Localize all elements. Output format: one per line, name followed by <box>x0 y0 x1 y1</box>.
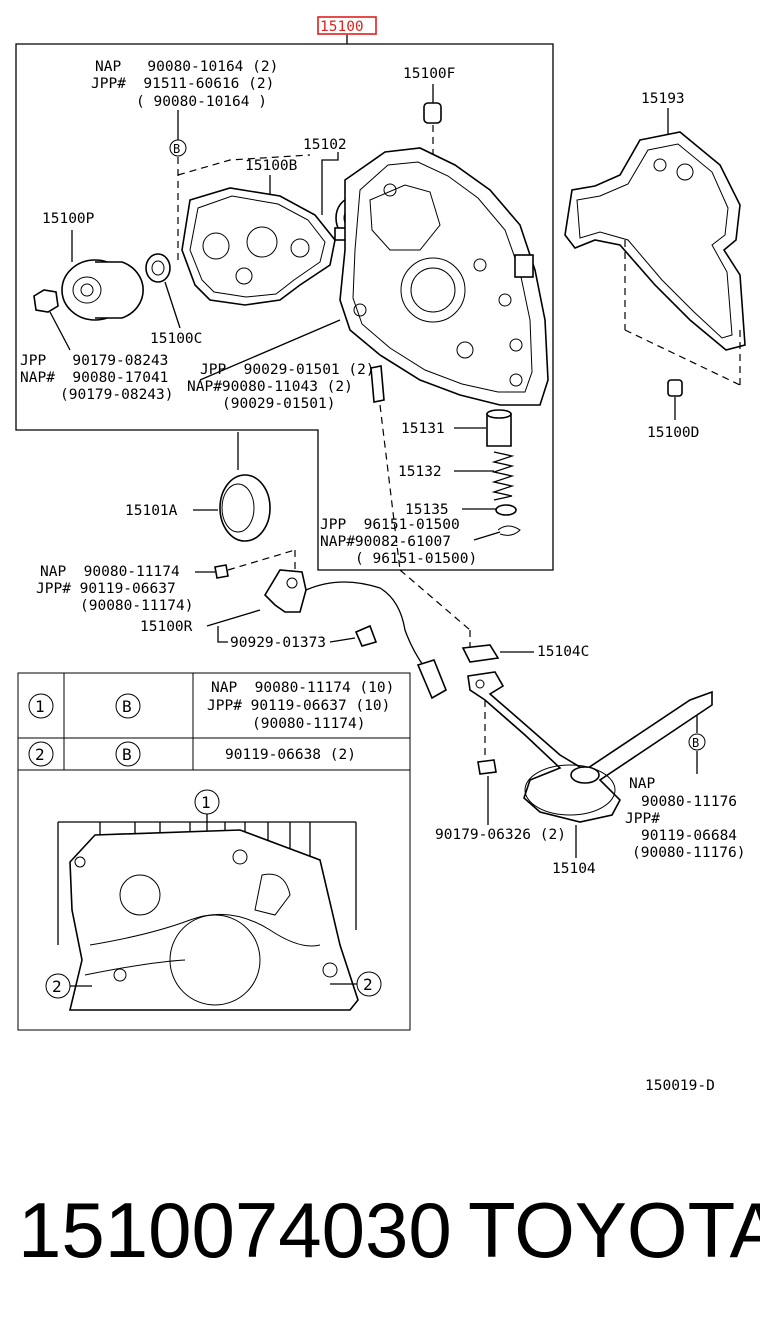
ref-15100R[interactable]: 15100R <box>140 619 193 635</box>
gasket-15100B <box>181 187 336 306</box>
table-row1-marker: B <box>122 697 132 716</box>
bolt-mid-jpp-label: JPP 90029-01501 (2) <box>200 362 375 378</box>
bolt-mid-ref-label: (90029-01501) <box>222 396 336 412</box>
ref-15100P[interactable]: 15100P <box>42 211 95 227</box>
spring-15132 <box>491 451 515 501</box>
strainer-bolt-jpp-label: JPP# <box>625 811 660 827</box>
drawing-code: 150019-D <box>645 1078 715 1094</box>
ref-15132[interactable]: 15132 <box>398 464 442 480</box>
gasket-15104C <box>461 644 500 663</box>
ref-15101A[interactable]: 15101A <box>125 503 178 519</box>
main-ref-label[interactable]: 15100 <box>320 19 364 35</box>
clip-jpp-label: JPP 96151-01500 <box>320 517 460 533</box>
ref-15100C[interactable]: 15100C <box>150 331 202 347</box>
table-row1-jpp: JPP# 90119-06637 (10) <box>207 698 390 714</box>
ref-15100B[interactable]: 15100B <box>245 158 298 174</box>
bolt-table: 1 B NAP 90080-11174 (10) JPP# 90119-0663… <box>17 672 411 771</box>
oil-level-sensor-15100R <box>263 569 307 613</box>
bolt-pulley-nap-label: NAP# 90080-17041 <box>20 370 168 386</box>
ref-15131[interactable]: 15131 <box>401 421 445 437</box>
ref-15104[interactable]: 15104 <box>552 861 596 877</box>
ref-15102[interactable]: 15102 <box>303 137 347 153</box>
stud-bolt <box>370 365 385 403</box>
ref-15193[interactable]: 15193 <box>641 91 685 107</box>
dowel-15100D <box>667 379 683 397</box>
marker-b-strainer <box>688 733 706 751</box>
ref-15104C[interactable]: 15104C <box>537 644 589 660</box>
bolt-jpp-label: JPP# 91511-60616 (2) <box>91 76 274 92</box>
bolt-pulley-ref-label: (90179-08243) <box>60 387 174 403</box>
bolt-mid-nap-label: NAP#90080-11043 (2) <box>187 379 353 395</box>
table-row1-ref: (90080-11174) <box>252 716 366 732</box>
oil-seal-15101A <box>219 474 271 542</box>
marker-b-strainer-label: B <box>692 736 699 750</box>
sensor-connector <box>416 659 448 700</box>
table-row1-num: 1 <box>35 697 45 716</box>
inset-marker-left: 2 <box>52 977 62 996</box>
inset-marker-top: 1 <box>201 793 211 812</box>
strainer-bolt-ref-label: (90080-11176) <box>632 845 746 861</box>
sensor-bolt-nap-label: NAP 90080-11174 <box>40 564 180 580</box>
strainer-bolt-jpp-num: 90119-06684 <box>641 828 737 844</box>
sensor-bolt-jpp-label: JPP# 90119-06637 <box>36 581 176 597</box>
clip-nap-label: NAP#90082-61007 <box>320 534 451 550</box>
bolt-ref-label: ( 90080-10164 ) <box>136 94 267 110</box>
footer-brand: TOYOTA <box>468 1186 760 1274</box>
ref-15100D[interactable]: 15100D <box>647 425 699 441</box>
pulley-bolt <box>33 289 59 313</box>
ref-15135[interactable]: 15135 <box>405 502 449 518</box>
sensor-bolt-ref-label: (90080-11174) <box>80 598 194 614</box>
bolt-pulley-jpp-label: JPP 90179-08243 <box>20 353 168 369</box>
sensor-bolt <box>214 564 229 579</box>
bolt-location-inset: 1 2 2 <box>17 769 411 1031</box>
bolt-nap-label: NAP 90080-10164 (2) <box>95 59 278 75</box>
table-row2-marker: B <box>122 745 132 764</box>
footer-part-number: 1510074030 <box>18 1186 452 1274</box>
ref-90179-06326[interactable]: 90179-06326 (2) <box>435 827 566 843</box>
oil-pump-body <box>339 147 549 406</box>
plug-15135 <box>495 504 517 516</box>
seal-15100C <box>145 253 171 283</box>
inset-marker-right: 2 <box>363 975 373 994</box>
dowel-pin-15100F <box>423 102 442 124</box>
marker-b-top-label: B <box>173 142 180 156</box>
clip-ref-label: ( 96151-01500) <box>355 551 477 567</box>
strainer-15104 <box>467 671 713 823</box>
strainer-bolt-nap-num: 90080-11176 <box>641 794 737 810</box>
strainer-bolt-nap-label: NAP <box>629 776 655 792</box>
ref-15100F[interactable]: 15100F <box>403 66 455 82</box>
table-row2-part: 90119-06638 (2) <box>225 747 356 763</box>
clamp-90929 <box>354 624 378 647</box>
main-group-outline <box>15 35 554 571</box>
clip <box>497 525 521 536</box>
gasket-15193 <box>564 131 746 351</box>
marker-b-top <box>169 139 187 157</box>
table-row2-num: 2 <box>35 745 45 764</box>
table-row1-nap: NAP 90080-11174 (10) <box>211 680 394 696</box>
main-ref-highlight <box>317 16 377 35</box>
ref-90929[interactable]: 90929-01373 <box>230 635 326 651</box>
strainer-bolt <box>477 759 497 775</box>
